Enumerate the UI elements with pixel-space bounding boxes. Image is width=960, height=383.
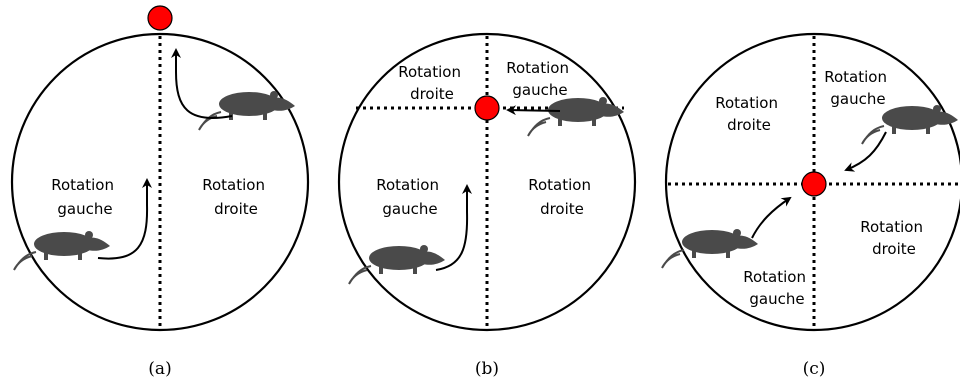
maze-boundary — [664, 32, 960, 332]
zone-label: Rotation gauche — [824, 68, 892, 108]
zone-label: Rotation droite — [715, 94, 783, 134]
zone-label: Rotation droite — [860, 218, 928, 258]
zone-label: Rotation droite — [528, 176, 596, 218]
arrow-icon — [844, 131, 887, 172]
zone-label: Rotation gauche — [51, 176, 119, 218]
goal-marker — [801, 171, 827, 197]
caption: (b) — [475, 359, 499, 379]
panel-b: Rotation droite Rotation gauche Rotation… — [337, 32, 637, 379]
arrow-icon — [751, 196, 792, 239]
arrow-icon — [97, 178, 152, 260]
zone-label: Rotation droite — [398, 63, 466, 103]
arrow-icon — [435, 184, 472, 271]
panel-c: Rotation droite Rotation gauche Rotation… — [661, 32, 960, 379]
zone-label: Rotation droite — [202, 176, 270, 218]
arrow-icon — [506, 105, 561, 116]
zone-label: Rotation gauche — [743, 268, 811, 308]
rat-icon — [527, 96, 625, 137]
maze-boundary — [337, 32, 637, 332]
panel-a: Rotation gauche Rotation droite (a) — [10, 5, 310, 379]
maze-boundary — [10, 32, 310, 332]
caption: (c) — [803, 359, 826, 379]
arrow-icon — [171, 48, 233, 120]
zone-label: Rotation gauche — [506, 59, 574, 99]
caption: (a) — [148, 359, 171, 379]
goal-marker — [474, 95, 500, 121]
goal-marker — [147, 5, 173, 31]
zone-label: Rotation gauche — [376, 176, 444, 218]
